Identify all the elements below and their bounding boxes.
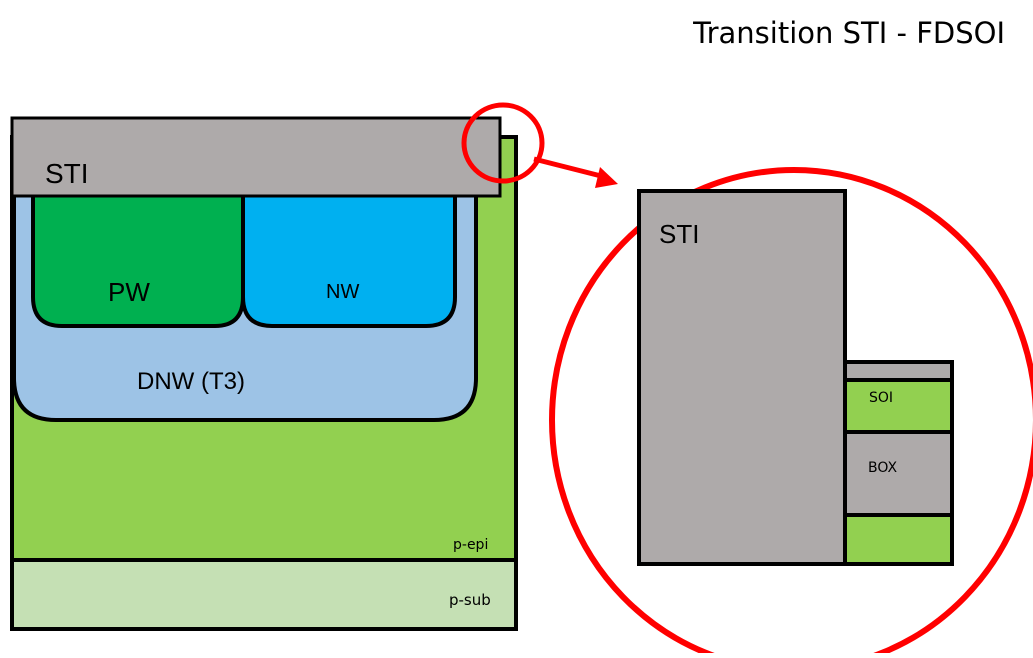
- diagram-title: Transition STI - FDSOI: [692, 16, 1005, 50]
- sti-bar: [10, 116, 502, 198]
- dnw-label: DNW (T3): [137, 368, 245, 395]
- p-sub-layer: [10, 558, 518, 631]
- zoom-top-cap: [843, 360, 954, 382]
- sti-label: STI: [45, 158, 89, 189]
- nw-well: [241, 188, 457, 328]
- zoom-box-label: BOX: [868, 460, 897, 476]
- p-epi-label: p-epi: [453, 537, 488, 553]
- zoom-circle-small: [461, 102, 545, 184]
- zoom-callout: [461, 102, 1033, 658]
- nw-label: NW: [326, 281, 359, 303]
- zoom-detail: STI SOI BOX: [637, 189, 954, 566]
- zoom-circle-large: [549, 167, 1033, 658]
- zoom-box-layer: [843, 430, 954, 517]
- zoom-arrow-line: [533, 156, 606, 180]
- zoom-soi-layer: [843, 378, 954, 434]
- zoom-substrate-layer: [843, 513, 954, 566]
- pw-label: PW: [108, 277, 150, 307]
- p-sub-label: p-sub: [449, 591, 491, 609]
- cross-section: STI PW NW DNW (T3) p-epi p-sub: [10, 116, 518, 631]
- zoom-sti-label: STI: [659, 219, 699, 249]
- zoom-soi-label: SOI: [869, 390, 893, 406]
- zoom-arrowhead: [595, 167, 618, 188]
